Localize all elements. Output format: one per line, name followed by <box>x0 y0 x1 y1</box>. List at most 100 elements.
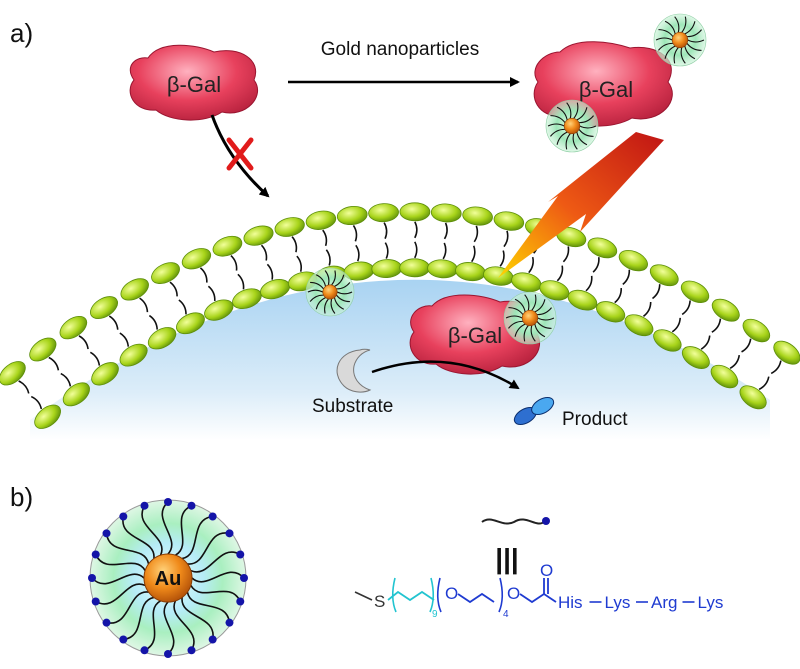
amino-acid-residue: Lys <box>605 593 631 612</box>
ligand-end-dot <box>91 597 100 606</box>
ligand-end-dot <box>240 574 248 582</box>
ligand-end-dot <box>225 529 234 538</box>
gold-nanoparticle <box>653 13 707 67</box>
ligand-chain <box>190 550 245 573</box>
penetration-bolt-arrow <box>498 132 664 278</box>
lipid-molecule-pair <box>710 318 771 389</box>
gold-core-icon <box>671 31 689 49</box>
ligand-end-dot <box>119 635 128 644</box>
lipid-molecule-pair <box>427 203 462 279</box>
gold-core-label: Au <box>155 568 182 590</box>
ligand-end-dot <box>119 512 128 521</box>
lipid-molecule-pair <box>596 249 648 323</box>
ligand-chain <box>174 501 196 556</box>
panel-label-a: a) <box>10 18 33 48</box>
ligand-symbol <box>481 517 550 525</box>
ligand-end-dot <box>88 574 96 582</box>
lipid-molecule-pair <box>368 203 403 279</box>
peg-repeat-count: 4 <box>503 609 509 620</box>
ligand-chain <box>186 591 234 627</box>
lipid-molecule-pair <box>181 248 234 321</box>
gold-core-icon <box>322 284 338 300</box>
product-icon <box>513 396 555 426</box>
lipid-molecule-pair <box>29 337 90 407</box>
ligand-chain <box>102 591 149 627</box>
gold-nanoparticle <box>305 267 355 317</box>
lipid-molecule-pair <box>336 205 375 281</box>
lipid-molecule-pair <box>0 361 61 429</box>
gold-nanoparticles <box>305 13 707 345</box>
ligand-end-dot <box>208 635 217 644</box>
sulfur-atom: S <box>374 592 385 611</box>
ligand-end-dot <box>102 529 111 538</box>
lipid-molecule-pair <box>681 298 740 370</box>
amino-acid-residue: Lys <box>698 593 724 612</box>
gold-nanoparticle <box>545 99 599 153</box>
alkyl-chain <box>387 590 435 602</box>
ligand-chain <box>119 596 155 644</box>
ligand-end-dot <box>91 550 100 559</box>
inhibition-cross-icon <box>226 137 254 171</box>
amino-acid-residue: Arg <box>651 593 677 612</box>
ligand-chain <box>173 600 196 655</box>
ligand-chain <box>91 550 146 572</box>
enzyme-label: β-Gal <box>448 323 502 348</box>
ligand-chain <box>181 597 217 644</box>
ligand-chain <box>163 601 175 658</box>
ligand-chain <box>140 600 162 655</box>
ligand-end-dot <box>187 646 196 655</box>
ligand-end-dot <box>208 512 217 521</box>
lipid-molecule-pair <box>59 315 119 386</box>
lipid-molecule-pair <box>624 264 679 337</box>
lipid-molecule-pair <box>243 225 291 300</box>
ligand-chain <box>140 501 163 556</box>
ligand-end-dot <box>164 650 172 658</box>
ligand-end-dot <box>187 501 196 510</box>
gold-nanoparticles-label: Gold nanoparticles <box>321 39 479 60</box>
beta-gal-enzyme-free: β-Gal <box>129 44 259 121</box>
ligand-chain <box>181 512 217 560</box>
ligand-chain <box>88 573 145 585</box>
lipid-molecule-pair <box>567 237 618 311</box>
ligand-end-dot <box>164 498 172 506</box>
carbonyl-oxygen: O <box>540 561 553 580</box>
ligand-chain <box>187 529 234 565</box>
product-label: Product <box>562 409 628 430</box>
ligand-end-dot <box>140 646 149 655</box>
lipid-molecule-pair <box>739 340 800 410</box>
lipid-molecule-pair <box>212 235 262 310</box>
alkyl-repeat-count: 9 <box>432 609 438 620</box>
amino-acid-residue: His <box>558 593 583 612</box>
oxygen-atom: O <box>507 584 520 603</box>
enzyme-label: β-Gal <box>579 77 633 102</box>
gold-core-icon <box>563 117 581 135</box>
ligand-end-dot <box>236 597 245 606</box>
ligand-chain <box>191 571 248 583</box>
conversion-arrow <box>371 360 520 390</box>
lipid-molecule-pair <box>399 202 431 278</box>
lipid-molecule-pair <box>539 226 587 301</box>
ligand-chain <box>161 498 173 555</box>
ligand-end-dot <box>225 618 234 627</box>
lipid-molecule-pair <box>455 206 493 282</box>
ligand-chain <box>91 583 146 606</box>
gold-nanoparticle-detail: Au <box>88 498 248 658</box>
ligand-end-dot <box>102 618 111 627</box>
lipid-molecule-pair <box>483 211 525 286</box>
lipid-molecule-pair <box>653 280 710 352</box>
gold-core-icon <box>143 553 193 603</box>
substrate-icon <box>336 348 372 393</box>
substrate-label: Substrate <box>312 396 393 417</box>
ligand-chain <box>119 512 155 559</box>
enzyme-blob <box>129 44 259 121</box>
ligand-chain <box>102 529 150 565</box>
gold-nanoparticle <box>503 291 557 345</box>
ligand-end-dot <box>140 501 149 510</box>
peptide-sequence: His Lys Arg Lys <box>558 593 723 612</box>
ligand-end-dot <box>236 550 245 559</box>
lipid-molecule-pair <box>151 262 205 335</box>
enzyme-label: β-Gal <box>167 72 221 97</box>
lipid-molecule-pair <box>90 296 148 367</box>
